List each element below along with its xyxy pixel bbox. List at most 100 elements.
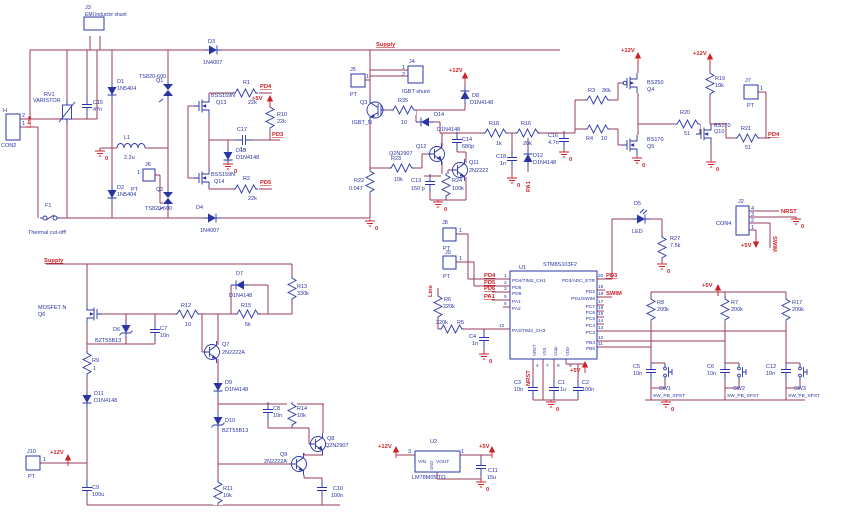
label-1n: 1n [472,341,478,347]
led-D5 [632,208,650,224]
label-1: 1 [43,457,46,463]
capacitor-C16 [558,131,570,149]
resistor-R18 [483,127,508,139]
label-r7: R7 [731,300,738,306]
label-1: 1 [137,170,140,176]
label-+12v: +12V [378,444,392,450]
label-q5: Q5 [647,144,654,150]
power-flag-12v [706,53,714,65]
label-c7: C7 [160,326,167,332]
label-pd2: PD2 [586,289,596,295]
label-d1n4148: D1N4148 [533,160,556,166]
power-flag-12v [64,454,72,466]
connector-J6 [142,168,156,182]
label-10n: 10n [273,413,282,419]
label-vcap: Vcap [553,346,558,356]
resistor-R13 [286,276,298,301]
label-1: 1 [760,86,763,92]
label-+12v: +12V [621,48,635,54]
label-j5: J5 [350,67,356,73]
label-10: 10 [401,120,407,126]
label-r2: R2 [243,176,250,182]
label-r18: R18 [489,121,499,127]
label-1n4007: 1N4007 [200,228,219,234]
label-1: 1 [366,74,369,80]
label-3: 3 [408,449,411,455]
triac-Q1 [158,80,173,103]
label-q9: Q9 [280,452,287,458]
resistor-R20 [675,118,700,130]
capacitor-C11 [475,458,487,476]
connector-J8 [442,227,457,242]
label-sw2: SW2 [733,386,745,392]
resistor-R15 [235,308,260,320]
label-line: Line [428,284,434,297]
label-10n: 10n [160,333,169,339]
label-0: 0 [486,487,489,493]
connector-J5 [350,73,366,88]
ground-symbol [546,400,556,408]
label-bss159n: BSS159N [211,172,235,178]
label-r11: R11 [223,486,233,492]
connector-J9 [442,255,457,270]
capacitor-C3 [527,380,539,398]
label-q2n2907: Q2N2907 [325,443,349,449]
capacitor-C10 [316,480,328,498]
label-c14: C14 [462,137,472,143]
label-q8: Q8 [327,436,334,442]
diode-D8 [460,86,470,104]
ground-symbol [559,150,569,158]
label-1n5404: 1N5404 [117,192,136,198]
connector-J4 [407,65,424,84]
label-1: 1 [459,228,462,234]
label-22k: 22k [277,119,286,125]
mosfet-Q13 [194,96,210,116]
resistor-R12 [175,308,200,320]
label-q7: Q7 [222,342,229,348]
power-flag-5v [266,95,274,107]
label-20k: 20k [523,141,532,147]
label-r21: R21 [741,126,751,132]
label-con2: CON2 [1,143,16,149]
label-j6: J6 [145,162,151,168]
label-pt: PT [443,274,451,280]
label-q2: Q2 [156,187,163,193]
resistor-R5 [439,323,464,335]
label-22u: 2.2u [124,155,135,161]
label-vout: VOUT [436,459,449,465]
diode-D12 [523,149,533,167]
capacitor-C4 [478,330,490,348]
label-q3: Q3 [360,100,367,106]
label-nrst: NRST [532,344,537,356]
diode-D3 [204,45,222,55]
label-51: 51 [684,131,690,137]
label-10: 10 [499,323,505,329]
label-pd6: PD6 [512,291,522,297]
label-d1: D1 [117,79,124,85]
label-c8: C8 [273,406,280,412]
label-1n5404: 1N5404 [117,86,136,92]
igbt-Q3 [366,98,386,122]
resistor-R27 [656,235,668,260]
label-1: 1 [461,449,464,455]
label-d9: D9 [225,380,232,386]
label-nrst: NRST [781,209,797,215]
label-pd3: PD3 [606,273,618,279]
label-0: 0 [375,226,378,232]
ground-symbol [433,200,443,208]
label-c10: C10 [333,486,343,492]
label-0: 0 [556,407,559,413]
label-r3: R3 [588,88,595,94]
resistor-R2 [233,183,258,195]
label-pd3adcetr: PD3/ADC_ETR [562,278,596,284]
label-c3: C3 [514,380,521,386]
label-r23: R23 [391,156,401,162]
label-d2: D2 [117,185,124,191]
capacitor-C9 [81,480,93,498]
diode-D9 [213,378,223,396]
label-r13: R13 [297,284,307,290]
label-sw3: SW3 [794,386,806,392]
label-10: 10 [185,322,191,328]
connector-J3 [83,16,105,31]
label-mosfetn: MOSFET N [38,305,66,311]
